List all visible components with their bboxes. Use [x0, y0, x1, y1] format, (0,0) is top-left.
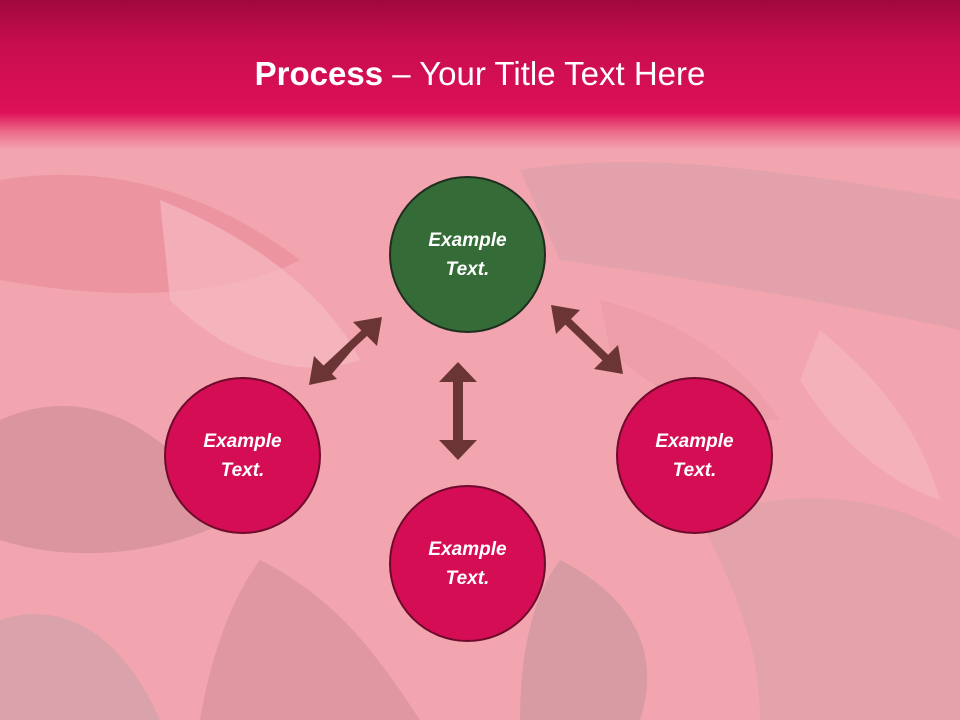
slide-title: Process – Your Title Text Here: [0, 52, 960, 96]
node-right-line2: Text.: [672, 459, 717, 481]
title-rest: – Your Title Text Here: [383, 55, 706, 92]
node-bottom-line2: Text.: [445, 567, 490, 589]
node-left-line1: Example: [203, 430, 282, 452]
node-right-line1: Example: [655, 430, 734, 452]
title-bold: Process: [254, 55, 384, 92]
node-left-line2: Text.: [220, 459, 265, 481]
node-center-line1: Example: [428, 229, 507, 251]
node-bottom-line1: Example: [428, 538, 507, 560]
title-bar: [0, 0, 960, 150]
node-center-line2: Text.: [445, 258, 490, 280]
